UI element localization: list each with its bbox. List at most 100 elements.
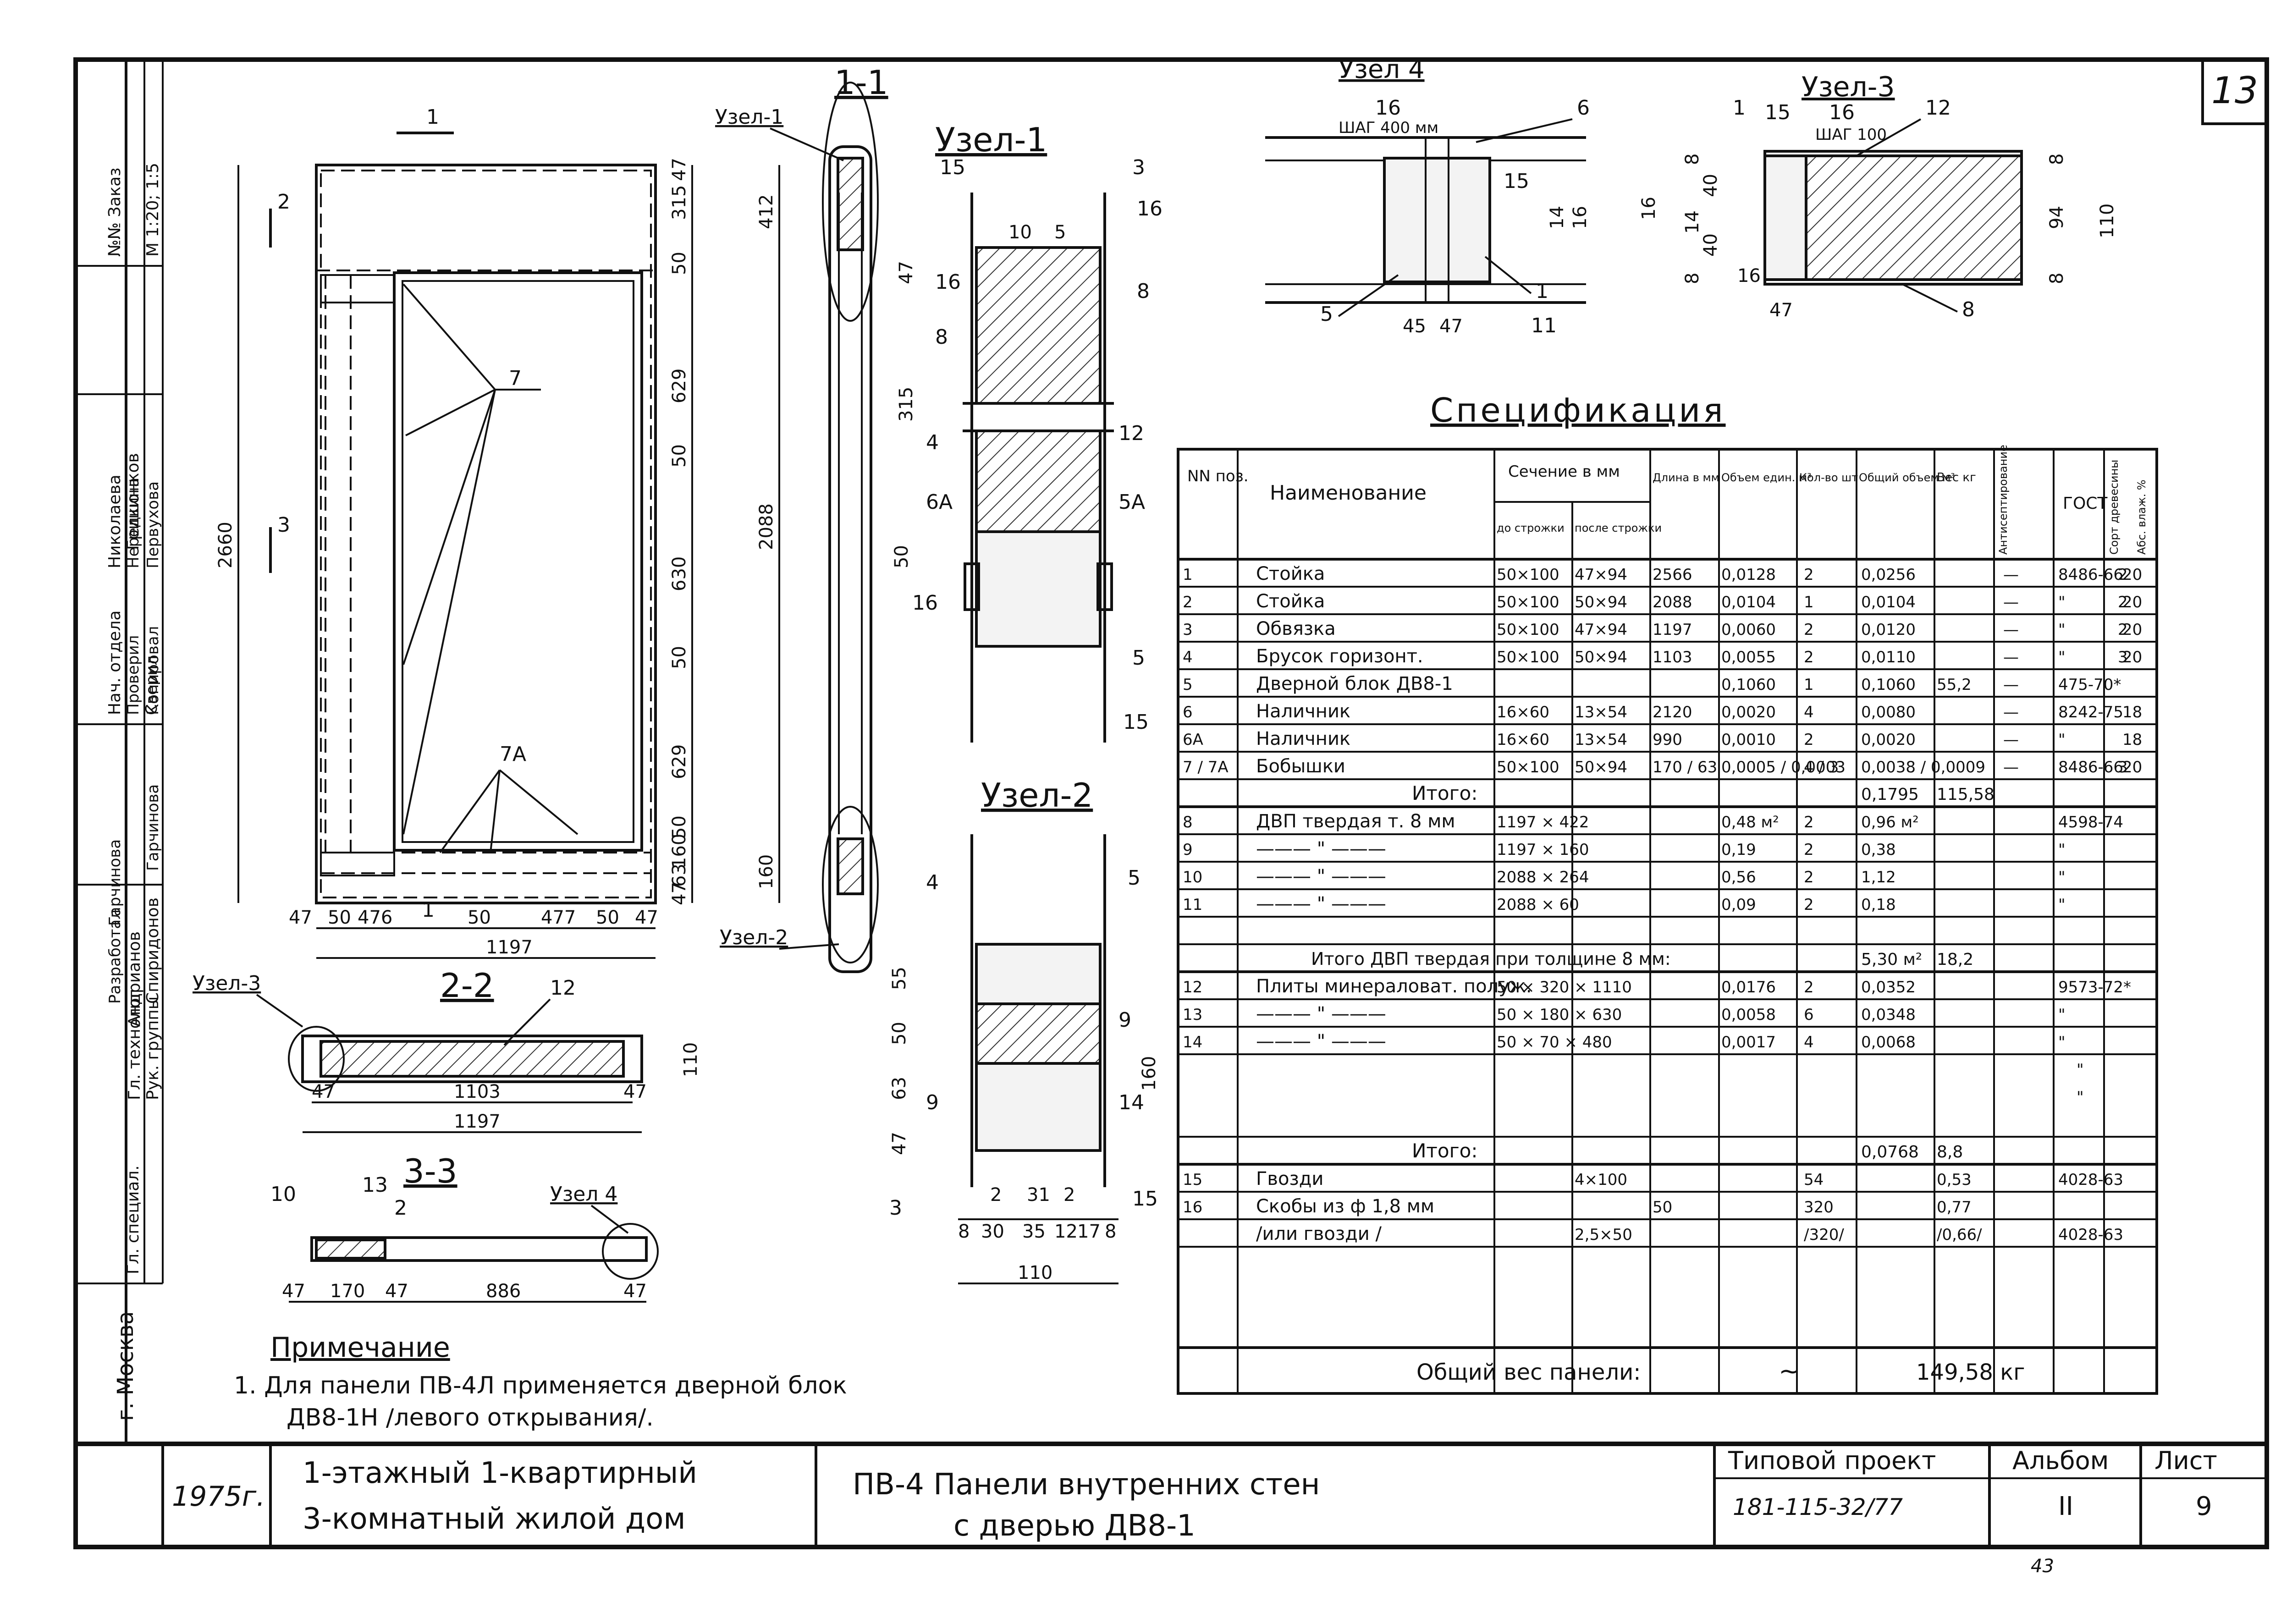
spec-r1-2-vol: 0,0060 — [1721, 621, 1776, 639]
spec-total3-w: 8,8 — [1937, 1143, 1963, 1162]
n3-d94: 94 — [2046, 206, 2067, 229]
stamp-role-5: Разработал — [106, 909, 124, 1004]
spec-r2-0-name: ДВП твердая т. 8 мм — [1256, 811, 1455, 832]
spec-r2-3-gost: " — [2058, 896, 2066, 914]
spec-r1-0-gost: 8486-66 — [2058, 566, 2123, 584]
spec-r1-7-vol: 0,0005 / 0,0003 — [1721, 758, 1846, 776]
spec-r1-7-hum: 20 — [2122, 758, 2142, 776]
h-vol: Объем един. м³ — [1721, 471, 1812, 484]
n3-15: 15 — [1765, 101, 1791, 124]
n2-5: 5 — [1128, 866, 1140, 890]
spec-r1-4-tvol: 0,1060 — [1861, 676, 1916, 694]
spec-r2-3-n: 11 — [1183, 896, 1202, 914]
spec-r1-3-tvol: 0,0110 — [1861, 648, 1916, 666]
spec-total3-label: Итого: — [1412, 1140, 1478, 1162]
stamp-name-1: Николаева — [105, 474, 124, 568]
stamp-city: г. Москва — [113, 1311, 138, 1421]
n1-5: 5 — [1054, 222, 1066, 243]
dim-b-47a: 47 — [289, 907, 312, 928]
tb-house-1: 1-этажный 1-квартирный — [303, 1456, 697, 1490]
dim-b-50b: 50 — [468, 907, 491, 928]
spec-r2-2-gost: " — [2058, 868, 2066, 886]
s22-110: 110 — [680, 1042, 701, 1077]
dim-r-629a: 629 — [669, 369, 690, 403]
dim-b-477: 477 — [541, 907, 576, 928]
dim-b-47b: 47 — [635, 907, 658, 928]
n2-63: 63 — [889, 1077, 910, 1100]
spec-r1-7-tvol: 0,0038 / 0,0009 — [1861, 758, 1985, 776]
spec-r1-4-w: 55,2 — [1937, 676, 1972, 694]
spec-r1-0-sort: 2 — [2118, 566, 2128, 584]
n1-16a: 16 — [935, 270, 961, 294]
h-before: до строжки — [1497, 522, 1565, 534]
n4-11: 11 — [1531, 314, 1557, 337]
spec-r4-0-q: 54 — [1804, 1171, 1824, 1189]
spec-r1-4-gost: 475-70* — [2058, 676, 2121, 694]
spec-r2-2-n: 10 — [1183, 868, 1202, 886]
spec-r1-4-n: 5 — [1183, 676, 1193, 694]
spec-total1-vol: 0,1795 — [1861, 785, 1919, 804]
n2-b-8a: 8 — [958, 1221, 970, 1242]
spec-r1-1-q: 1 — [1804, 593, 1814, 611]
section-3-3: 3-3 Узел 4 10 13 2 47 170 47 886 47 — [270, 1152, 659, 1303]
spec-r3-0-s1: 50 × 320 × 1110 — [1497, 978, 1632, 996]
spec-r1-6-hum: 18 — [2122, 731, 2142, 749]
s22-1197: 1197 — [454, 1111, 501, 1132]
spec-r4-2-q: /320/ — [1804, 1226, 1844, 1244]
node-2-title: Узел-2 — [981, 776, 1093, 815]
n3-d8c: 8 — [2046, 154, 2067, 165]
n2-b-30: 30 — [981, 1221, 1004, 1242]
spec-total2-w: 18,2 — [1937, 950, 1973, 969]
n1-15: 15 — [940, 156, 965, 179]
spec-r1-0-s1: 50×100 — [1497, 566, 1559, 584]
spec-r1-1-a: — — [2003, 593, 2019, 611]
spec-r3-1-name: ——— " ——— — [1256, 1003, 1386, 1024]
n1-6a: 6А — [926, 490, 953, 514]
spec-r4-0-s2: 4×100 — [1575, 1171, 1627, 1189]
stamp-name-3: Андрианов — [125, 931, 144, 1027]
spec-r1-5-tvol: 0,0080 — [1861, 703, 1916, 721]
node-1-ref: Узел-1 — [715, 105, 783, 129]
spec-r1-5-s1: 16×60 — [1497, 703, 1549, 721]
spec-r4-2-s2: 2,5×50 — [1575, 1226, 1632, 1244]
tag-7: 7 — [509, 367, 522, 390]
tb-album-label: Альбом — [2012, 1446, 2109, 1475]
n4-16b: 16 — [1570, 206, 1591, 229]
n2-b-17: 17 — [1077, 1221, 1101, 1242]
spec-r1-0-a: — — [2003, 566, 2019, 584]
spec-r1-4-name: Дверной блок ДВ8-1 — [1256, 673, 1453, 694]
h-anti: Антисептирование — [1997, 445, 2010, 555]
spec-r1-2-s1: 50×100 — [1497, 621, 1559, 639]
spec-total1-w: 115,58 — [1937, 785, 1994, 804]
spec-total2-vol: 5,30 м² — [1861, 950, 1922, 969]
n2-160: 160 — [1139, 1056, 1160, 1091]
spec-r4-1-n: 16 — [1183, 1198, 1202, 1217]
spec-r3-0-tvol: 0,0352 — [1861, 978, 1916, 996]
spec-r1-6-tvol: 0,0020 — [1861, 731, 1916, 749]
dim-r-50d: 50 — [669, 815, 690, 839]
n1-5b: 5 — [1132, 646, 1145, 670]
spec-r2-0-n: 8 — [1183, 813, 1193, 831]
spec-r4-1-q: 320 — [1804, 1198, 1834, 1217]
spec-r3-1-gost: " — [2058, 1006, 2066, 1024]
spec-r1-3-gost: " — [2058, 648, 2066, 666]
stamp-name-8: Первухова — [144, 481, 162, 568]
n2-2b: 2 — [1063, 1184, 1075, 1206]
n1-3: 3 — [1132, 156, 1145, 179]
spec-grand-value: 149,58 кг — [1916, 1360, 2025, 1385]
sheet-frame — [73, 57, 2269, 1549]
spec-r1-4-a: — — [2003, 676, 2019, 694]
dim-r-47a: 47 — [669, 158, 690, 181]
spec-r1-7-n: 7 / 7А — [1183, 758, 1229, 776]
n4-15: 15 — [1504, 170, 1529, 193]
n3-d16b: 16 — [1737, 265, 1761, 286]
spec-r1-6-s1: 16×60 — [1497, 731, 1549, 749]
dim-b-476: 476 — [358, 907, 392, 928]
spec-grand-label: Общий вес панели: — [1416, 1360, 1641, 1385]
stamp-role-3: Гл. технолог — [125, 989, 144, 1100]
spec-r1-1-vol: 0,0104 — [1721, 593, 1776, 611]
spec-r1-1-name: Стойка — [1256, 591, 1325, 612]
section-1-1: 1-1 Узел-1 Узел-2 — [715, 63, 888, 973]
cut-mark-1: 1 — [426, 105, 439, 129]
bottom-code: 43 — [2031, 1556, 2054, 1577]
